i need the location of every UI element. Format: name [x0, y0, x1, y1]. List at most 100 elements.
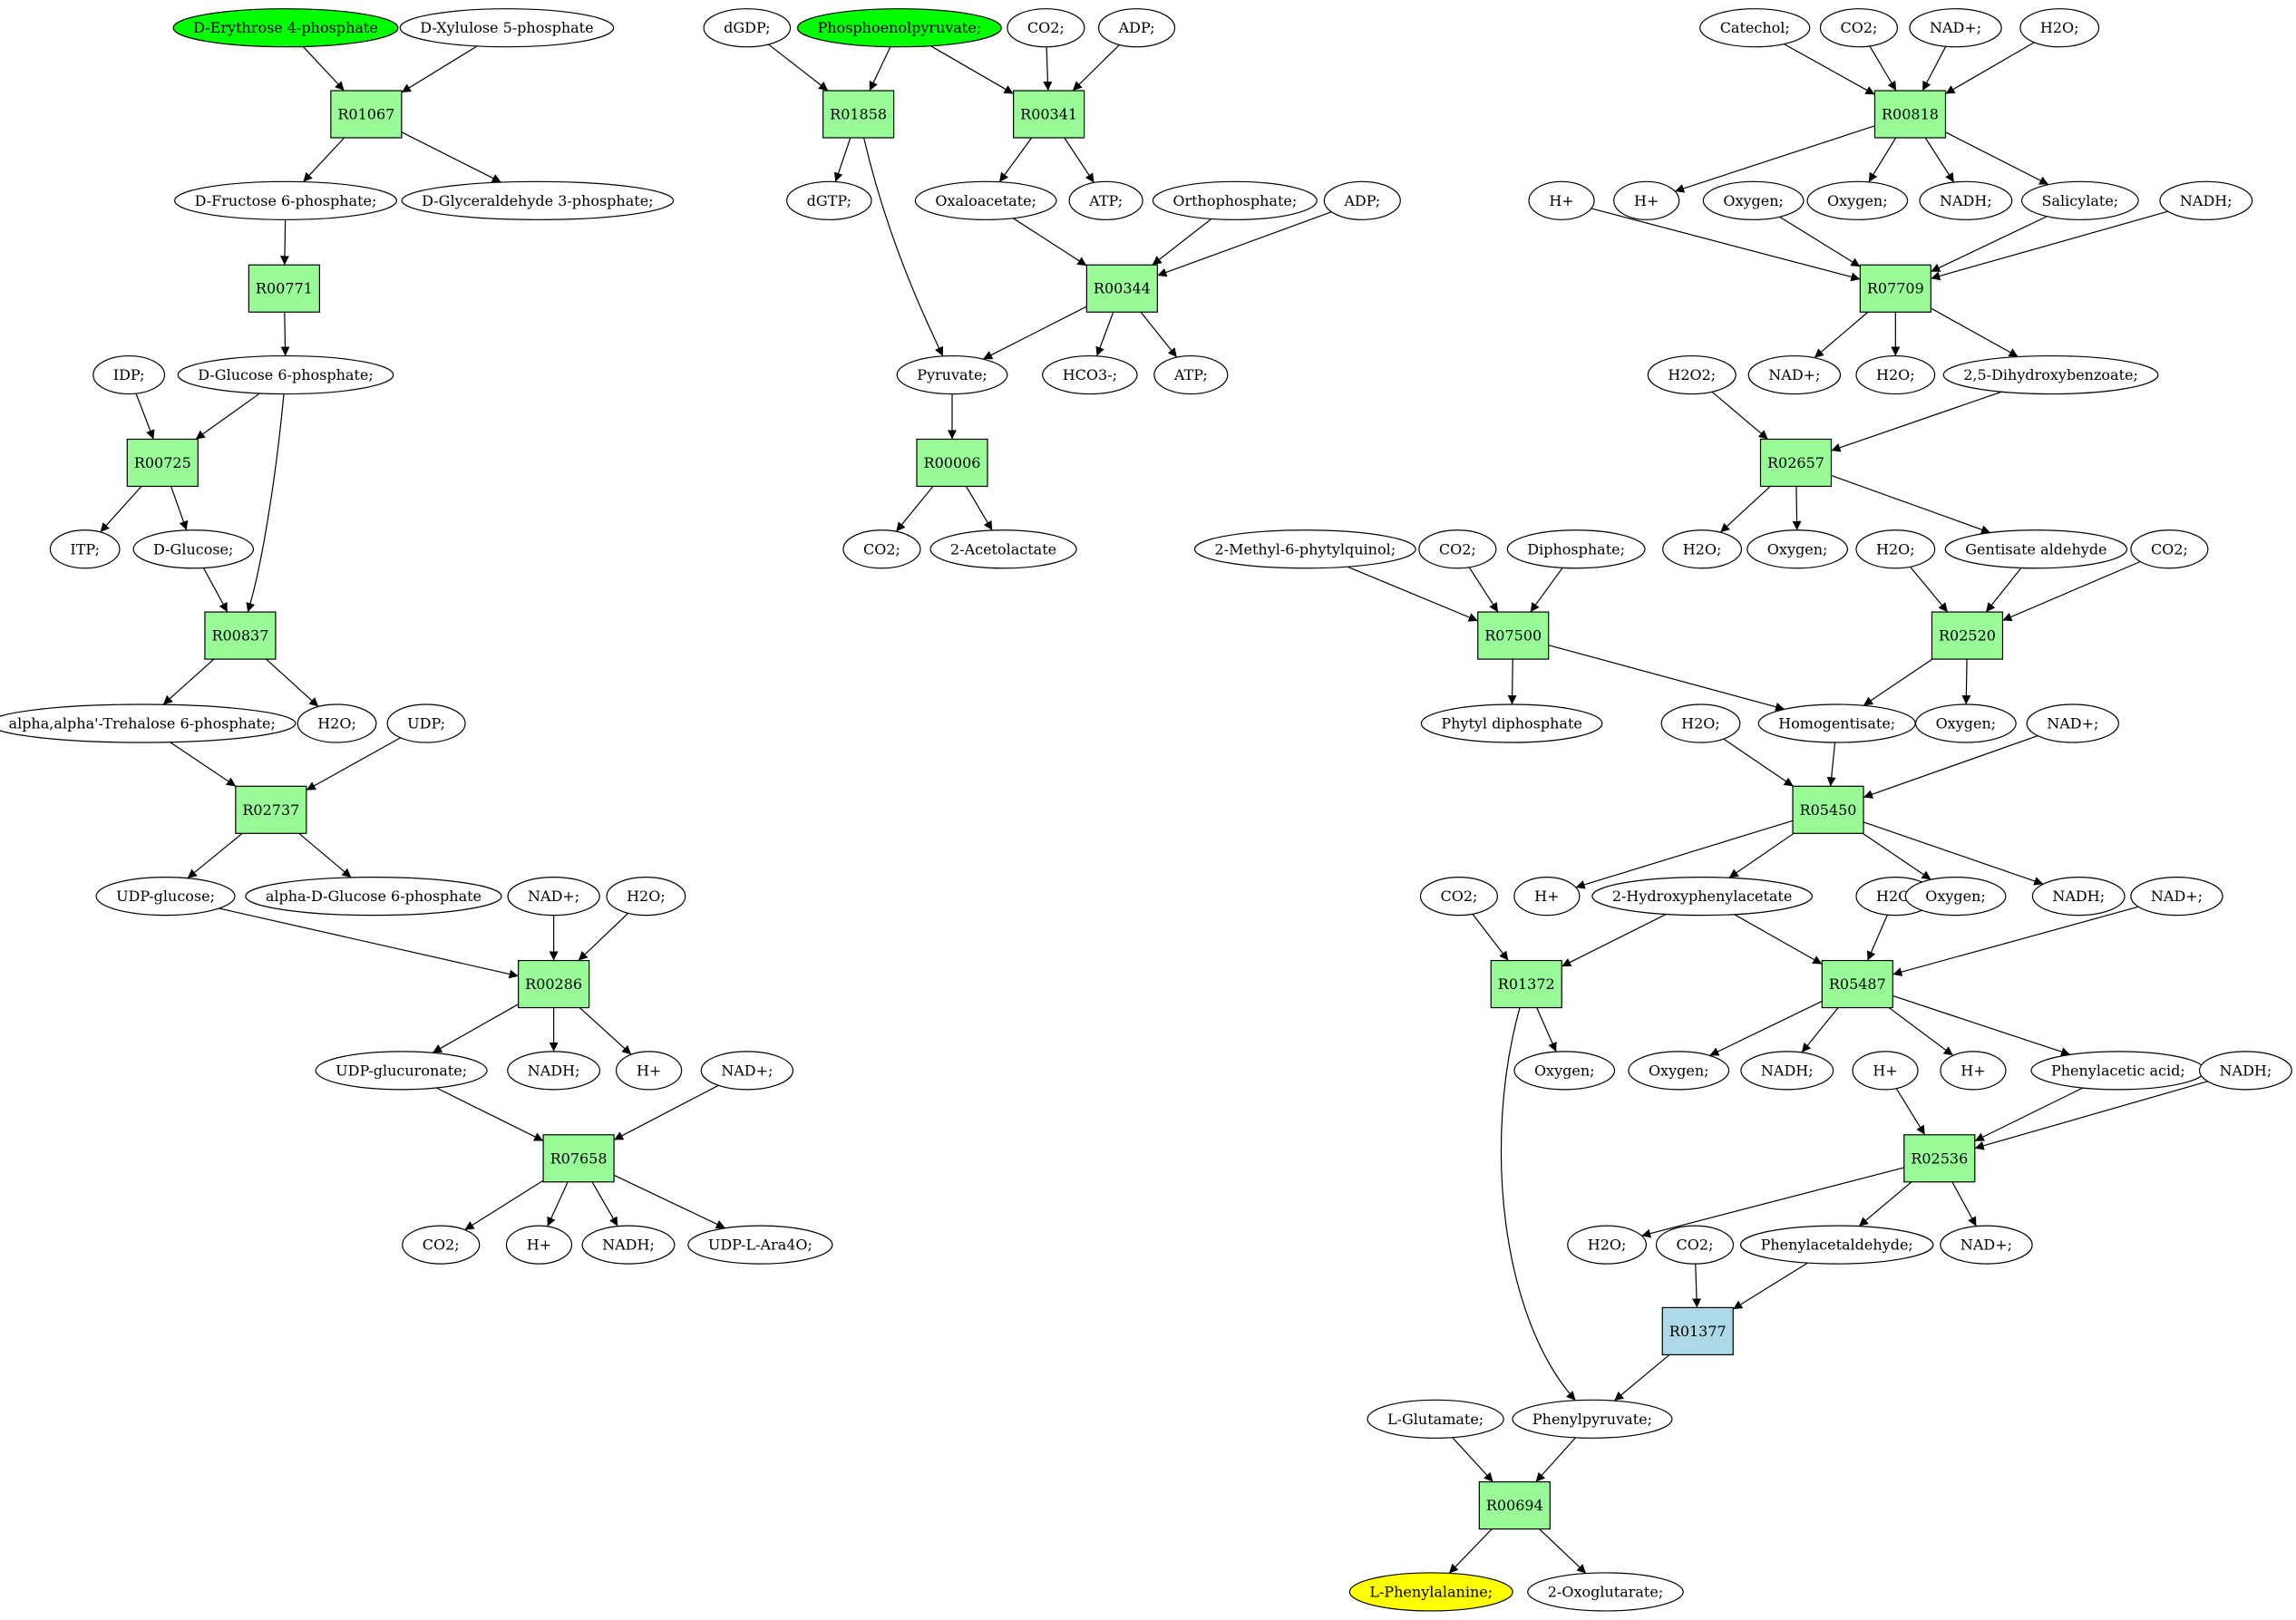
compound-ellipse [1944, 529, 2128, 569]
edge-c-nadh-4-to-r07709 [1931, 210, 2169, 281]
node-label: CO2; [1027, 19, 1065, 36]
node-label: R07500 [1484, 627, 1542, 645]
node-label: R01372 [1498, 975, 1555, 993]
compound-node-h2o: H2O; [1662, 529, 1743, 569]
reaction-box [1821, 959, 1893, 1009]
compound-ellipse [1419, 877, 1499, 917]
node-label: R00286 [525, 975, 582, 993]
node-label: CO2; [863, 540, 900, 558]
compound-ellipse [1647, 354, 1737, 395]
reaction-node-r00344: R00344 [1085, 264, 1158, 313]
compound-node-nadh: NADH; [581, 1225, 676, 1265]
compound-node-co2: CO2; [402, 1225, 481, 1265]
edge-layer [100, 42, 2208, 1575]
node-label: H2O; [1876, 888, 1915, 905]
edge-c-oaa-to-r00344 [1012, 218, 1087, 267]
reaction-node-r02536: R02536 [1903, 1134, 1976, 1183]
node-label: D-Erythrose 4-phosphate [193, 19, 378, 36]
compound-node-phenylpyruvate: Phenylpyruvate; [1512, 1399, 1673, 1439]
compound-ellipse [1628, 1051, 1730, 1091]
node-label: NADH; [528, 1062, 580, 1079]
compound-ellipse [1819, 8, 1899, 48]
node-label: R01067 [337, 106, 394, 123]
compound-ellipse [2130, 877, 2223, 917]
reaction-node-r00006: R00006 [916, 438, 988, 488]
compound-ellipse [1740, 1225, 1934, 1265]
compound-node-co2: CO2; [842, 529, 921, 569]
node-label: Oxygen; [1534, 1062, 1595, 1079]
compound-ellipse [1097, 8, 1176, 48]
compound-ellipse [929, 529, 1077, 569]
node-label: alpha-D-Glucose 6-phosphate [266, 888, 482, 905]
edge-c-2hpa-to-r05487 [1734, 914, 1823, 965]
edge-c-catechol-to-r00818 [1783, 43, 1875, 95]
node-label: Oxygen; [1925, 888, 1986, 905]
reaction-node-r07500: R07500 [1477, 611, 1550, 660]
compound-node-oxaloacetate: Oxaloacetate; [914, 180, 1057, 220]
edge-r00344-to-c-atp-2 [1140, 311, 1178, 358]
compound-node-h2o: H2O; [606, 877, 686, 917]
edge-c-paa-to-r02536 [1974, 1087, 2084, 1142]
node-label: CO2; [423, 1237, 460, 1254]
compound-ellipse [914, 180, 1057, 220]
reaction-node-r00725: R00725 [126, 438, 199, 488]
edge-r02737-to-c-adg6p [298, 832, 352, 878]
node-label: Gentisate aldehyde [1965, 540, 2106, 558]
edge-c-nadp-2-to-r07658 [613, 1084, 719, 1140]
compound-node-phenylacetaldehyde: Phenylacetaldehyde; [1740, 1225, 1934, 1265]
compound-node-co2: CO2; [1655, 1225, 1735, 1265]
edge-r00286-to-c-hp-1 [579, 1007, 632, 1055]
compound-node-2-methyl-6-phytylquinol: 2-Methyl-6-phytylquinol; [1193, 529, 1416, 569]
compound-ellipse [95, 877, 236, 917]
compound-node-2-hydroxyphenylacetate: 2-Hydroxyphenylacetate [1591, 877, 1813, 917]
edge-r02536-to-c-nadp-7 [1951, 1181, 1977, 1227]
reaction-box [822, 90, 895, 139]
edge-c-adp-1-to-r00341 [1072, 44, 1120, 92]
compound-node-phosphoenolpyruvate: Phosphoenolpyruvate; [796, 8, 1002, 48]
node-label: H2O; [1681, 715, 1720, 732]
edge-r00694-to-c-2og [1539, 1528, 1587, 1575]
compound-node-alpha-alpha-trehalose-6-phosphate: alpha,alpha'-Trehalose 6-phosphate; [0, 703, 297, 743]
reaction-box [330, 90, 403, 139]
node-label: H+ [1634, 192, 1659, 209]
compound-node-atp: ATP; [1068, 180, 1143, 220]
compound-ellipse [1153, 354, 1229, 395]
compound-node-d-erythrose-4-phosphate: D-Erythrose 4-phosphate [172, 8, 399, 48]
node-label: H2O; [1588, 1237, 1627, 1254]
compound-node-h: H+ [1852, 1051, 1919, 1091]
edge-c-nadp-3-to-r00818 [1921, 45, 1947, 92]
reaction-box [235, 785, 307, 834]
compound-node-co2: CO2; [1418, 529, 1497, 569]
edge-c-e4p-to-r01067 [302, 46, 345, 92]
edge-r01858-to-c-dgtp [833, 137, 851, 182]
compound-ellipse [1418, 529, 1497, 569]
compound-ellipse [2020, 180, 2139, 220]
node-label: R00006 [924, 454, 981, 471]
node-label: 2-Oxoglutarate; [1548, 1583, 1663, 1600]
node-label: H2O; [1876, 366, 1915, 383]
edge-c-glc-to-r00837 [202, 567, 229, 613]
node-label: CO2; [2151, 540, 2188, 558]
reaction-box [204, 611, 277, 660]
edge-r00341-to-c-oaa [998, 137, 1033, 183]
node-label: NADH; [1761, 1062, 1814, 1079]
edge-c-pep-to-r00341 [930, 45, 1014, 94]
edge-c-nadp-5-to-r05450 [1863, 735, 2038, 799]
compound-ellipse [1940, 1225, 2033, 1265]
node-label: Phenylpyruvate; [1532, 1411, 1652, 1428]
node-layer: D-Erythrose 4-phosphate D-Xylulose 5-phos… [0, 8, 2292, 1612]
node-label: CO2; [1840, 19, 1877, 36]
compound-node-l-glutamate: L-Glutamate; [1367, 1399, 1504, 1439]
node-label: R00344 [1094, 280, 1151, 297]
compound-node-gentisate-aldehyde: Gentisate aldehyde [1944, 529, 2128, 569]
compound-ellipse [1007, 8, 1085, 48]
edge-c-phpyr-to-r00694 [1535, 1437, 1576, 1483]
compound-ellipse [2019, 8, 2100, 48]
edge-c-phald-to-r01377 [1732, 1262, 1808, 1310]
reaction-box [518, 959, 590, 1009]
node-label: D-Xylulose 5-phosphate [420, 19, 593, 36]
compound-node-oxygen: Oxygen; [1806, 180, 1909, 220]
node-label: R05487 [1829, 975, 1886, 993]
compound-node-h: H+ [1940, 1051, 2007, 1091]
compound-node-h2o: H2O; [1855, 529, 1936, 569]
